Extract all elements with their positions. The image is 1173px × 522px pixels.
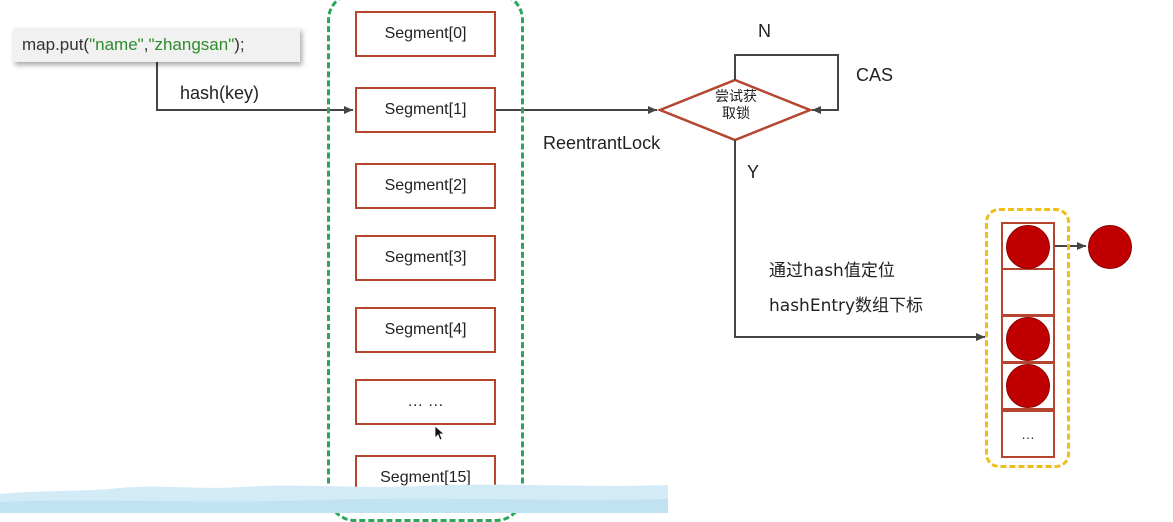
- yes-label: Y: [747, 162, 760, 182]
- cas-label: CAS: [856, 65, 894, 85]
- cas-retry-loop: [734, 54, 839, 114]
- code-comma: ,: [143, 35, 149, 54]
- locate-line-2: hashEntry数组下标: [769, 296, 924, 316]
- segment-4: Segment[4]: [355, 307, 496, 353]
- entry-node: [1006, 317, 1050, 361]
- reentrant-lock-label: ReentrantLock: [543, 133, 661, 153]
- code-arg-value: "zhangsan": [148, 35, 235, 54]
- code-snippet: map.put("name","zhangsan");: [13, 28, 300, 62]
- segment-3: Segment[3]: [355, 235, 496, 281]
- locate-line-1: 通过hash值定位: [769, 261, 895, 281]
- code-prefix: map.put(: [22, 35, 90, 54]
- decision-line-2: 取锁: [722, 106, 750, 122]
- hash-entry-array-group: [985, 208, 1070, 468]
- decision-line-1: 尝试获: [715, 89, 757, 105]
- segment-0: Segment[0]: [355, 11, 496, 57]
- segment-1: Segment[1]: [355, 87, 496, 133]
- entry-node: [1006, 225, 1050, 269]
- segment-2: Segment[2]: [355, 163, 496, 209]
- bucket-cell-ellipsis: …: [1001, 410, 1055, 458]
- hash-label: hash(key): [180, 83, 260, 103]
- hash-arrow: [156, 62, 353, 114]
- bucket-cell-1: [1001, 268, 1055, 316]
- entry-node: [1006, 364, 1050, 408]
- watercolor-decoration: [0, 484, 668, 513]
- decision-diamond: [656, 78, 814, 142]
- mouse-cursor-icon: [434, 425, 446, 441]
- code-suffix: );: [234, 35, 245, 54]
- segment-ellipsis: … …: [355, 379, 496, 425]
- no-label: N: [758, 21, 771, 41]
- code-arg-key: "name": [89, 35, 144, 54]
- decision-text: 尝试获 取锁: [700, 89, 772, 123]
- entry-next-node: [1088, 225, 1132, 269]
- yes-arrow: [734, 140, 985, 341]
